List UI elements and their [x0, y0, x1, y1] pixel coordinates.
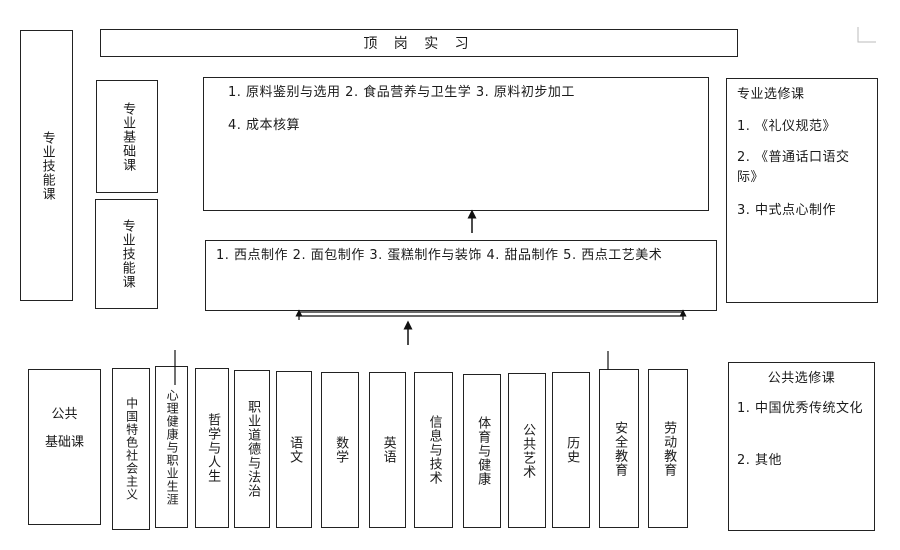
public-course-col: 心理健康与职业生涯: [155, 366, 188, 528]
public-elective-box: 公共选修课 1. 中国优秀传统文化 2. 其他: [728, 362, 875, 531]
internship-title-box: 顶 岗 实 习: [100, 29, 738, 57]
public-course-label: 体育与健康: [475, 416, 491, 486]
public-course-label: 数学: [333, 436, 349, 464]
major-elective-item-2: 2. 《普通话口语交际》: [737, 150, 850, 185]
internship-title: 顶 岗 实 习: [363, 36, 475, 52]
public-course-col: 中国特色社会主义: [112, 368, 150, 530]
public-base-label-box: 公共 基础课: [28, 369, 101, 525]
public-course-label: 英语: [380, 436, 396, 464]
public-course-label: 心理健康与职业生涯: [165, 388, 180, 506]
public-course-label: 劳动教育: [661, 420, 677, 477]
public-course-col: 信息与技术: [414, 372, 453, 528]
public-course-label: 安全教育: [612, 420, 628, 477]
public-course-col: 语文: [276, 371, 312, 528]
base-courses-line2: 4. 成本核算: [228, 118, 301, 133]
public-course-col: 历史: [552, 372, 590, 528]
public-course-col: 英语: [369, 372, 406, 528]
left-skill-label-box: 专业技能课: [20, 30, 73, 301]
major-elective-item-1: 1. 《礼仪规范》: [737, 119, 837, 134]
base-courses-line1: 1. 原料鉴别与选用 2. 食品营养与卫生学 3. 原料初步加工: [228, 85, 575, 100]
public-course-label: 信息与技术: [426, 415, 442, 485]
public-course-label: 哲学与人生: [205, 413, 221, 483]
major-skill-label: 专业技能课: [119, 219, 135, 289]
public-course-col: 体育与健康: [463, 374, 501, 528]
public-course-label: 中国特色社会主义: [124, 397, 139, 501]
left-skill-label: 专业技能课: [39, 130, 55, 201]
major-base-label-box: 专业基础课: [96, 80, 158, 193]
public-course-col: 数学: [321, 372, 359, 528]
public-elective-item-1: 1. 中国优秀传统文化: [737, 401, 864, 416]
base-courses-box: 1. 原料鉴别与选用 2. 食品营养与卫生学 3. 原料初步加工 4. 成本核算: [203, 77, 709, 211]
public-course-col: 安全教育: [599, 369, 639, 528]
public-course-label: 公共艺术: [520, 422, 536, 479]
major-skill-label-box: 专业技能课: [95, 199, 158, 309]
public-course-col: 公共艺术: [508, 373, 546, 528]
public-course-label: 语文: [287, 435, 303, 464]
skill-courses-line1: 1. 西点制作 2. 面包制作 3. 蛋糕制作与装饰 4. 甜品制作 5. 西点…: [216, 248, 663, 263]
major-elective-box: 专业选修课 1. 《礼仪规范》 2. 《普通话口语交际》 3. 中式点心制作: [726, 78, 878, 303]
public-base-label-line1: 公共: [51, 407, 78, 422]
major-elective-item-3: 3. 中式点心制作: [737, 203, 837, 218]
public-course-label: 历史: [564, 436, 580, 464]
public-course-col: 哲学与人生: [195, 368, 229, 528]
skill-courses-box: 1. 西点制作 2. 面包制作 3. 蛋糕制作与装饰 4. 甜品制作 5. 西点…: [205, 240, 717, 311]
major-base-label: 专业基础课: [120, 101, 136, 172]
major-elective-title: 专业选修课: [737, 87, 805, 102]
public-course-col: 劳动教育: [648, 369, 688, 528]
public-elective-item-2: 2. 其他: [737, 453, 783, 468]
public-course-col: 职业道德与法治: [234, 370, 270, 528]
public-base-label-line2: 基础课: [44, 435, 84, 450]
public-course-label: 职业道德与法治: [245, 400, 261, 498]
corner-mark: [857, 27, 876, 43]
public-elective-title: 公共选修课: [767, 371, 836, 386]
